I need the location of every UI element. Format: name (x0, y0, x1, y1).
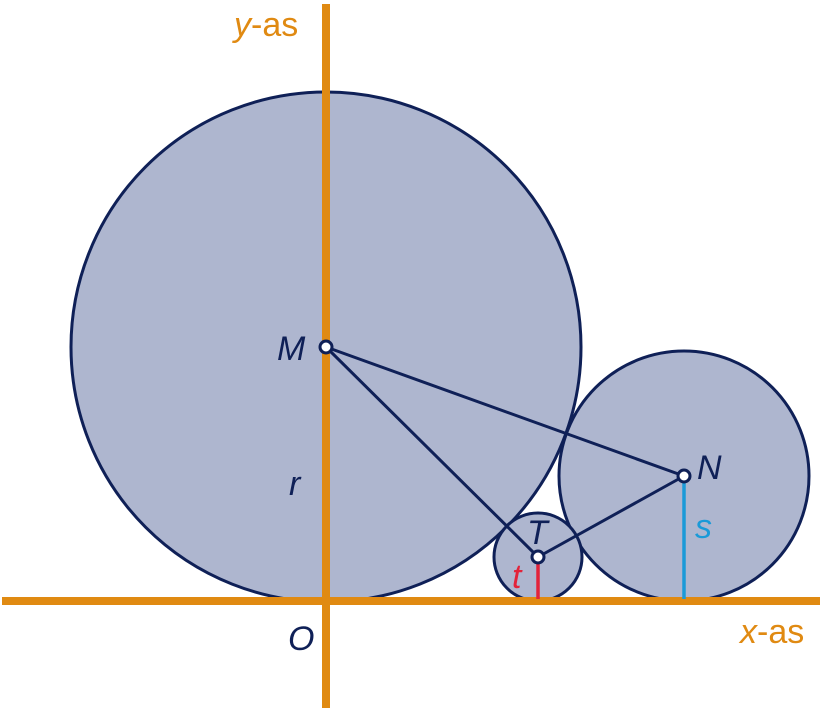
segment-nt (537, 474, 685, 559)
x-axis-label: x-as (738, 613, 804, 651)
point-t (530, 549, 546, 565)
point-m (318, 339, 334, 355)
label-r: r (289, 465, 302, 503)
label-t-radius: t (512, 558, 523, 596)
label-n: N (697, 449, 722, 487)
segment-mn (325, 345, 685, 478)
label-t: T (527, 514, 550, 552)
segment-mt (324, 345, 540, 559)
origin-label: O (288, 620, 314, 658)
label-s: s (695, 508, 712, 546)
label-m: M (277, 330, 306, 368)
point-n (676, 468, 692, 484)
y-axis-label: y-as (232, 6, 298, 44)
